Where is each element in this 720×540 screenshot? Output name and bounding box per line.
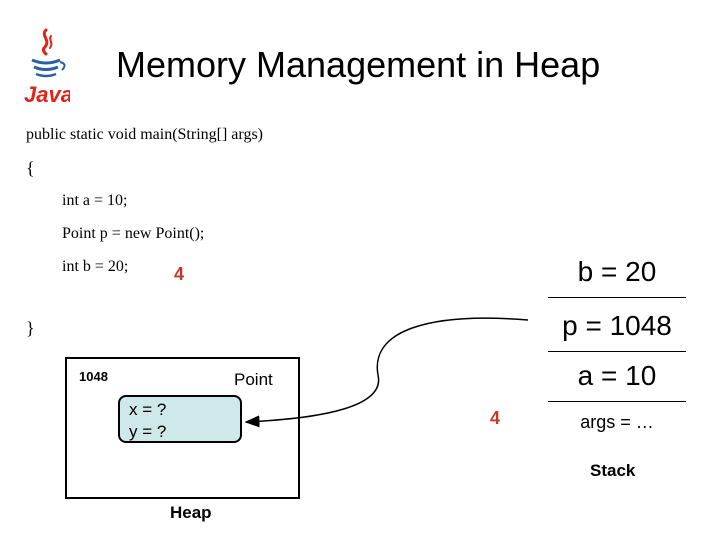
heap-object-address: 1048 bbox=[79, 369, 108, 384]
code-line-signature: public static void main(String[] args) bbox=[26, 126, 263, 143]
point-field-y: y = ? bbox=[129, 422, 167, 441]
java-logo-icon: Java bbox=[24, 28, 70, 106]
stack-slot-a: a = 10 bbox=[548, 350, 686, 402]
marker-code: 4 bbox=[174, 264, 185, 284]
heap-caption: Heap bbox=[170, 503, 212, 522]
code-open-brace: { bbox=[26, 158, 35, 178]
stack-caption: Stack bbox=[590, 461, 636, 480]
code-line-int-b: int b = 20; bbox=[62, 258, 129, 275]
code-line-int-a: int a = 10; bbox=[62, 192, 128, 209]
heap-box bbox=[65, 357, 300, 499]
stack-slot-p: p = 1048 bbox=[548, 300, 686, 352]
stack-frame: b = 20 p = 1048 a = 10 args = … bbox=[548, 246, 686, 456]
point-field-x: x = ? bbox=[129, 400, 167, 419]
stack-slot-args: args = … bbox=[580, 411, 654, 432]
slide-title: Memory Management in Heap bbox=[116, 44, 601, 85]
java-logo-text: Java bbox=[24, 82, 70, 106]
stack-slot-b: b = 20 bbox=[548, 246, 686, 298]
marker-stack: 4 bbox=[490, 408, 501, 428]
code-close-brace: } bbox=[26, 318, 35, 338]
code-line-point-p: Point p = new Point(); bbox=[62, 225, 205, 242]
heap-object-class: Point bbox=[234, 370, 273, 389]
point-object bbox=[118, 395, 242, 443]
